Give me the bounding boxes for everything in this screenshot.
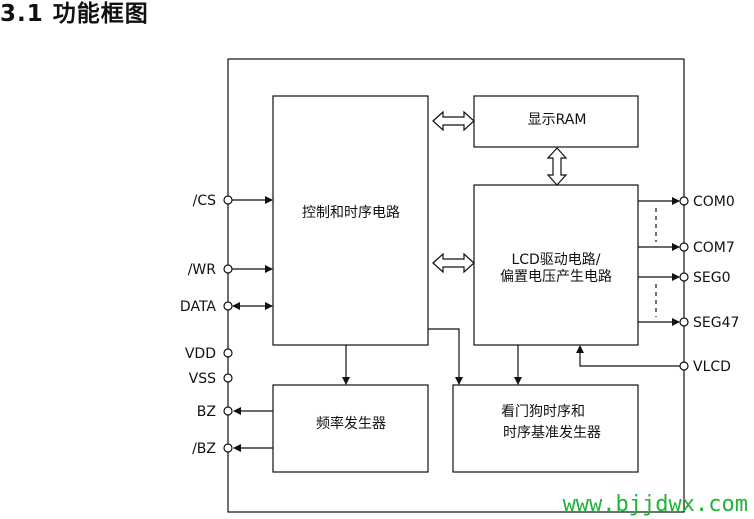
lcd-driver-label-1: LCD驱动电路/	[511, 252, 600, 268]
pin-com7	[679, 242, 689, 252]
watchdog-label-2: 时序基准发生器	[503, 424, 601, 441]
pin-wr-label: /WR	[188, 262, 217, 278]
pin-seg0-label: SEG0	[693, 270, 731, 286]
ram-lcd-arrow	[546, 147, 568, 186]
section-heading: 3.1 功能框图	[0, 1, 149, 27]
vlcd-line	[576, 345, 680, 367]
pin-seg47-label: SEG47	[693, 315, 739, 331]
pin-bz-n-label: /BZ	[192, 441, 216, 457]
pin-data	[223, 301, 233, 311]
pin-vdd	[223, 348, 233, 358]
pin-vss-label: VSS	[189, 371, 216, 387]
pin-cs	[223, 195, 233, 205]
pin-vdd-label: VDD	[185, 346, 216, 362]
watchdog-block	[452, 384, 639, 473]
pin-seg0	[679, 272, 689, 282]
control-to-watchdog-line	[428, 328, 463, 385]
pin-bz-label: BZ	[197, 404, 216, 420]
pin-vss	[223, 373, 233, 383]
pin-com0	[679, 196, 689, 206]
pin-data-label: DATA	[180, 299, 216, 315]
pin-vlcd	[679, 361, 689, 371]
lcd-driver-label-2: 偏置电压产生电路	[500, 269, 612, 285]
pin-bz-n	[223, 443, 233, 453]
pin-com7-label: COM7	[693, 240, 735, 256]
pin-cs-label: /CS	[193, 193, 216, 209]
freq-generator-block	[272, 384, 429, 473]
control-timing-label: 控制和时序电路	[302, 205, 400, 221]
chip-outline	[227, 58, 685, 513]
pin-seg47	[679, 317, 689, 327]
ram-bus-arrow	[432, 110, 475, 132]
watermark: www.bjjdwx.com	[563, 492, 748, 517]
pin-wr	[223, 264, 233, 274]
watchdog-label-1: 看门狗时序和	[501, 404, 585, 420]
freq-generator-label: 频率发生器	[316, 415, 386, 432]
display-ram-label: 显示RAM	[528, 112, 587, 128]
pin-com0-label: COM0	[693, 194, 735, 210]
pin-bz	[223, 406, 233, 416]
lcd-bus-arrow	[432, 252, 475, 274]
pin-vlcd-label: VLCD	[693, 359, 731, 375]
lcd-driver-block	[473, 184, 639, 346]
control-timing-block	[272, 95, 429, 346]
